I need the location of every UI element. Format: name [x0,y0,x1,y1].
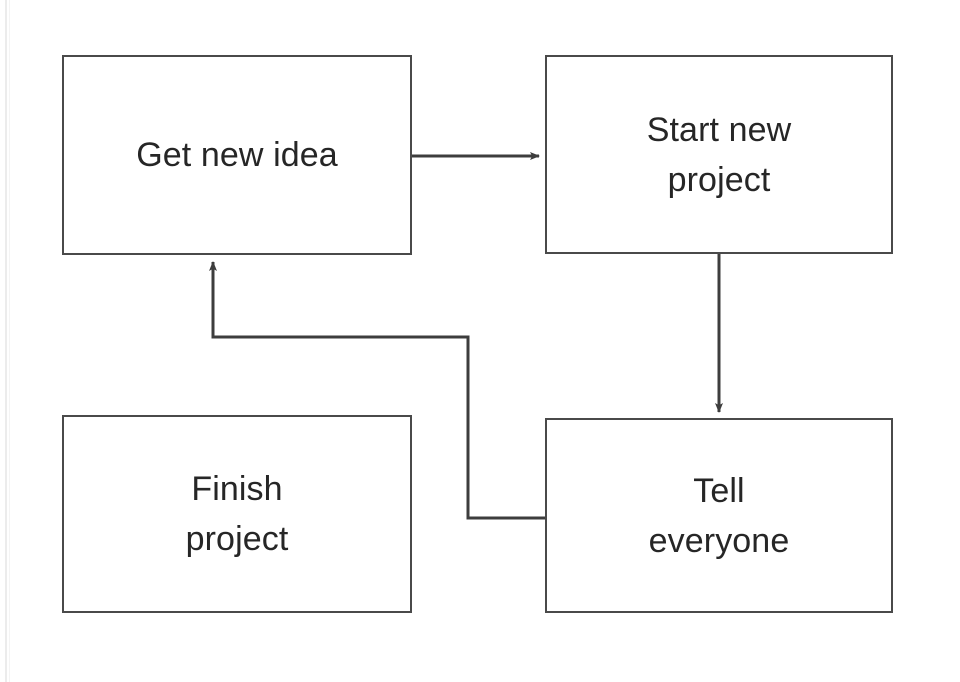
page-edge-artifact [5,0,7,682]
node-tell-everyone[interactable]: Tell everyone [545,418,893,613]
node-start-new-project-label: Start new project [646,110,792,199]
node-start-new-project[interactable]: Start new project [545,55,893,254]
node-finish-project-label: Finish project [185,470,289,558]
node-finish-project[interactable]: Finish project [62,415,412,613]
node-tell-everyone-label: Tell everyone [648,471,790,560]
node-get-new-idea[interactable]: Get new idea [62,55,412,255]
edge-tell-everyone-to-get-new-idea [209,261,545,520]
node-get-new-idea-label: Get new idea [136,136,338,174]
page-edge-artifact-secondary [9,0,10,682]
